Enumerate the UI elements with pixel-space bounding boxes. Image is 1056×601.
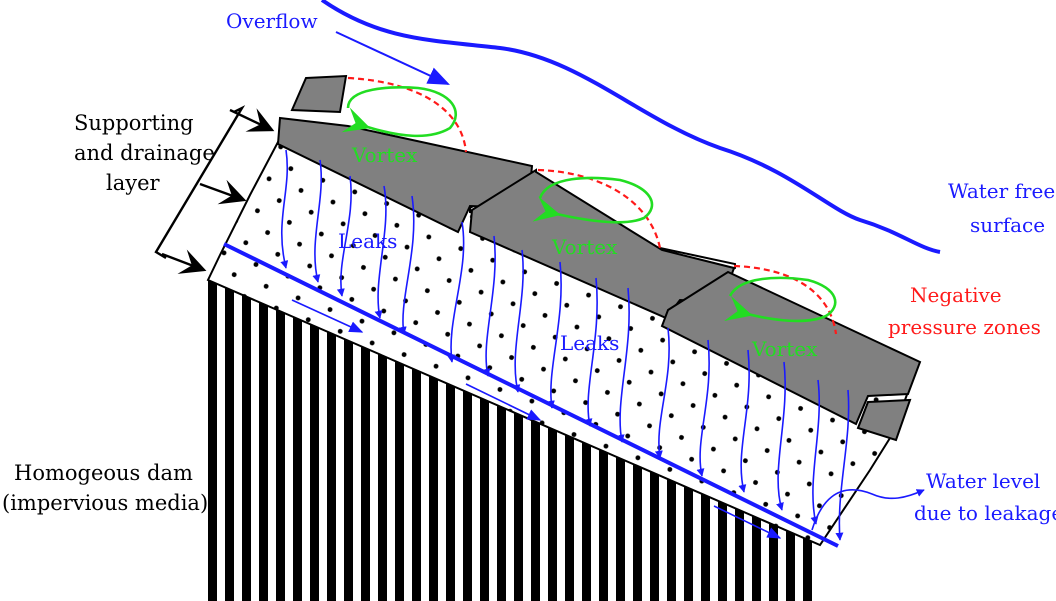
dam-label: Homogeous dam: [14, 461, 193, 485]
dam-stripe: [548, 280, 557, 601]
water-free-surface-label-2: surface: [970, 213, 1045, 237]
leak-arrows: [280, 149, 850, 541]
supporting-layer-label-3: layer: [106, 171, 161, 195]
dam-stripe: [327, 280, 336, 601]
dam-stripe: [242, 280, 251, 601]
negative-pressure-label-2: pressure zones: [888, 315, 1041, 339]
dam-stripe: [412, 280, 421, 601]
dam-stripe: [225, 280, 234, 601]
water-level-callout-arrow: [811, 489, 925, 531]
dam-stripe: [276, 280, 285, 601]
water-free-surface-label: Water free: [948, 179, 1055, 203]
water-free-surface: [320, 0, 941, 254]
underflow-arrows: [291, 299, 782, 539]
supporting-layer-label-2: and drainage: [74, 141, 215, 165]
dam-stripe: [531, 280, 540, 601]
dam-stripe: [395, 280, 404, 601]
overflow-arrow: [335, 31, 450, 85]
dam-stripe: [208, 280, 217, 601]
dam-stripe: [446, 280, 455, 601]
step-top-small: [290, 74, 348, 114]
vortex-arrows: [341, 86, 837, 323]
dam-stripe: [514, 280, 523, 601]
dam-stripe: [463, 280, 472, 601]
vortex-label-3: Vortex: [751, 337, 818, 361]
water-level-label-2: due to leakage: [914, 501, 1056, 525]
overflow-label: Overflow: [226, 9, 318, 33]
dam-stripe: [480, 280, 489, 601]
leaks-label-2: Leaks: [560, 331, 619, 355]
dam-stripe: [429, 280, 438, 601]
dam-stripe: [565, 280, 574, 601]
leaks-label-1: Leaks: [338, 229, 397, 253]
dam-stripe: [310, 280, 319, 601]
dam-stripe: [361, 280, 370, 601]
dam-stripe: [497, 280, 506, 601]
dam-stripe: [293, 280, 302, 601]
dam-stripe: [378, 280, 387, 601]
negative-pressure-label: Negative: [910, 283, 1002, 307]
dam-label-2: (impervious media): [2, 491, 208, 515]
water-level-line: [223, 242, 839, 548]
water-level-label: Water level: [926, 469, 1040, 493]
dam-stripe: [259, 280, 268, 601]
vortex-label-2: Vortex: [551, 235, 618, 259]
vortex-label-1: Vortex: [351, 143, 418, 167]
supporting-bracket: [154, 105, 275, 274]
supporting-layer-label: Supporting: [74, 111, 194, 135]
dam-stripe: [344, 280, 353, 601]
step-bottom-small: [856, 398, 912, 442]
negative-pressure-arcs: [347, 76, 838, 335]
